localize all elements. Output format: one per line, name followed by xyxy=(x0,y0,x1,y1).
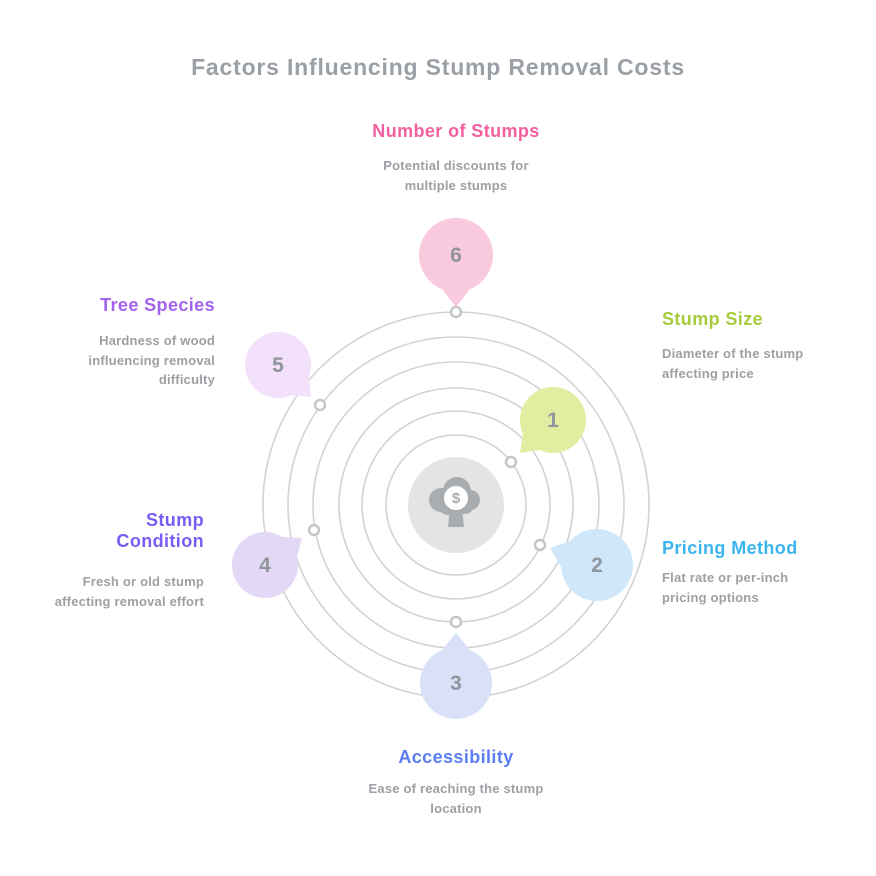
bubble-tail xyxy=(442,633,470,650)
factor-bubble-3: 3 xyxy=(420,633,492,719)
factor-bubble-4: 4 xyxy=(232,532,302,598)
factor-label-tree-species: Tree Species xyxy=(100,295,215,315)
bubble-tail xyxy=(550,541,570,567)
page-title: Factors Influencing Stump Removal Costs xyxy=(191,54,685,80)
factor-label-pricing-method: Pricing Method xyxy=(662,538,798,558)
connector-dots xyxy=(307,305,547,629)
factor-bubble-2: 2 xyxy=(550,529,633,601)
factor-bubble xyxy=(245,332,311,398)
connector-dot xyxy=(449,615,463,629)
factor-desc-pricing-method: Flat rate or per-inch pricing options xyxy=(662,570,789,605)
factor-desc-stump-size: Diameter of the stump affecting price xyxy=(662,346,804,381)
factor-bubble-6: 6 xyxy=(419,218,493,307)
bubble-number: 3 xyxy=(450,672,462,695)
bubble-number: 2 xyxy=(591,554,603,577)
factor-desc-stump-condition: Fresh or old stump affecting removal eff… xyxy=(54,574,204,609)
factor-label-accessibility: Accessibility xyxy=(398,747,514,767)
dollar-badge: $ xyxy=(444,486,468,510)
factor-bubble-1: 1 xyxy=(520,387,586,453)
factor-desc-tree-species: Hardness of wood influencing removal dif… xyxy=(88,333,215,387)
factor-bubble xyxy=(561,529,633,601)
connector-dot xyxy=(504,455,518,469)
factor-bubble-5: 5 xyxy=(245,332,311,398)
factor-label-number-of-stumps: Number of Stumps xyxy=(372,121,540,141)
connector-dot xyxy=(313,398,327,412)
orbit-ring xyxy=(385,434,527,576)
orbit-rings xyxy=(262,311,650,699)
dollar-sign: $ xyxy=(452,490,461,507)
bubble-tail xyxy=(443,290,469,307)
bubble-number: 1 xyxy=(547,409,559,432)
orbit-ring xyxy=(361,410,551,600)
bubble-number: 4 xyxy=(259,554,271,577)
factor-bubble xyxy=(232,532,298,598)
factor-label-stump-size: Stump Size xyxy=(662,309,764,329)
factor-bubble xyxy=(420,647,492,719)
factor-desc-accessibility: Ease of reaching the stump location xyxy=(368,781,544,816)
connector-dot xyxy=(449,305,463,319)
bubble-number: 6 xyxy=(450,244,462,267)
bubble-number: 5 xyxy=(272,354,284,377)
factor-bubble xyxy=(419,218,493,292)
center-hub: $ xyxy=(408,457,504,553)
factor-desc-number-of-stumps: Potential discounts for multiple stumps xyxy=(383,158,529,193)
connector-dot xyxy=(533,538,547,552)
connector-dot xyxy=(307,523,321,537)
factor-bubble xyxy=(520,387,586,453)
factor-label-stump-condition: Stump Condition xyxy=(116,510,204,551)
